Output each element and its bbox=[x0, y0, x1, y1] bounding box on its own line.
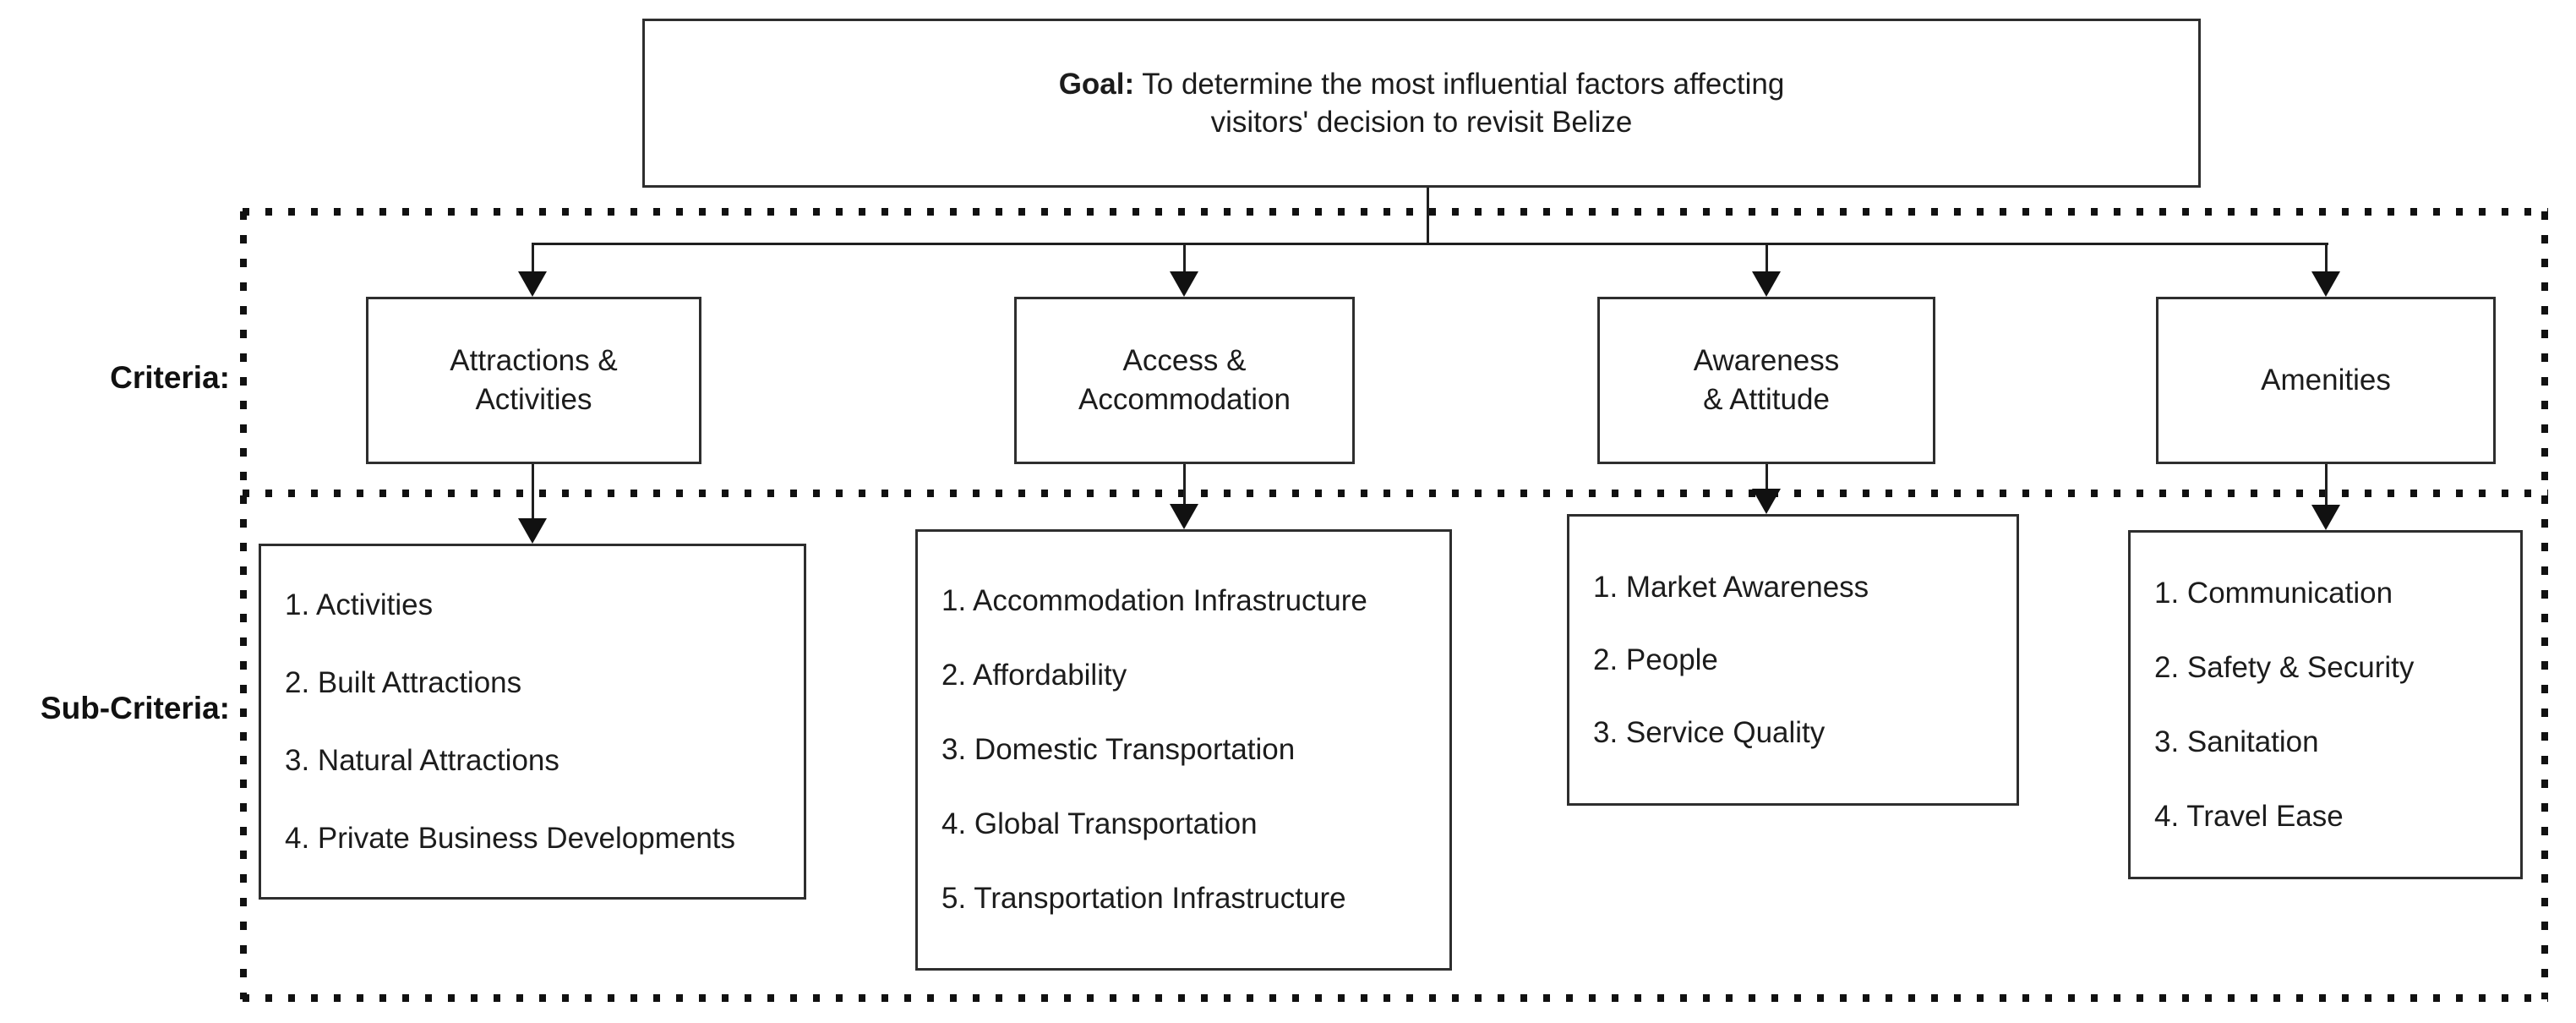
subcriteria-item: 2. People bbox=[1593, 643, 1718, 676]
goal-text: Goal: To determine the most influential … bbox=[1059, 65, 1785, 141]
goal-box: Goal: To determine the most influential … bbox=[642, 19, 2201, 188]
connector-to-subcriteria-4 bbox=[2325, 464, 2328, 509]
criteria-title: Amenities bbox=[2261, 364, 2391, 397]
dotted-border-bottom bbox=[243, 994, 2548, 1002]
arrowhead-subcriteria-4-icon bbox=[2311, 505, 2340, 530]
sub-criteria-row-label: Sub-Criteria: bbox=[40, 691, 230, 725]
connector-to-criteria-3 bbox=[1766, 243, 1768, 287]
subcriteria-item: 3. Natural Attractions bbox=[285, 743, 559, 777]
dotted-border-right bbox=[2541, 211, 2548, 999]
subcriteria-item: 1. Market Awareness bbox=[1593, 570, 1869, 604]
arrowhead-subcriteria-1-icon bbox=[518, 518, 547, 544]
arrowhead-criteria-3-icon bbox=[1752, 271, 1781, 297]
subcriteria-box-amenities: 1. Communication 2. Safety & Security 3.… bbox=[2128, 530, 2523, 879]
subcriteria-item: 2. Built Attractions bbox=[285, 665, 522, 699]
subcriteria-item: 1. Communication bbox=[2154, 576, 2393, 610]
criteria-title: Awareness & Attitude bbox=[1693, 344, 1840, 416]
subcriteria-item: 3. Service Quality bbox=[1593, 715, 1826, 749]
subcriteria-item: 2. Safety & Security bbox=[2154, 650, 2415, 684]
subcriteria-item: 4. Global Transportation bbox=[941, 807, 1258, 840]
connector-to-subcriteria-3 bbox=[1766, 464, 1768, 493]
criteria-box-access-accommodation: Access & Accommodation bbox=[1014, 297, 1355, 464]
dotted-divider-criteria-subcriteria bbox=[243, 490, 2548, 497]
dotted-border-left bbox=[240, 211, 247, 999]
subcriteria-item: 1. Accommodation Infrastructure bbox=[941, 584, 1367, 617]
subcriteria-box-awareness-attitude: 1. Market Awareness 2. People 3. Service… bbox=[1567, 514, 2019, 806]
subcriteria-item: 4. Private Business Developments bbox=[285, 821, 736, 855]
connector-to-subcriteria-2 bbox=[1183, 464, 1186, 508]
criteria-title: Access & Accommodation bbox=[1078, 344, 1291, 416]
subcriteria-box-access-accommodation: 1. Accommodation Infrastructure 2. Affor… bbox=[915, 529, 1452, 971]
arrowhead-criteria-1-icon bbox=[518, 271, 547, 297]
criteria-box-amenities: Amenities bbox=[2156, 297, 2496, 464]
arrowhead-subcriteria-3-icon bbox=[1752, 489, 1781, 514]
connector-to-criteria-2 bbox=[1183, 243, 1186, 287]
subcriteria-item: 3. Domestic Transportation bbox=[941, 733, 1296, 766]
connector-to-subcriteria-1 bbox=[532, 464, 534, 522]
criteria-box-attractions-activities: Attractions & Activities bbox=[366, 297, 701, 464]
subcriteria-item: 5. Transportation Infrastructure bbox=[941, 882, 1346, 915]
goal-line1-rest: To determine the most influential factor… bbox=[1134, 68, 1785, 101]
goal-text-line1: Goal: To determine the most influential … bbox=[1059, 65, 1785, 103]
subcriteria-item: 3. Sanitation bbox=[2154, 725, 2319, 758]
criteria-title: Attractions & Activities bbox=[450, 344, 618, 416]
subcriteria-item: 1. Activities bbox=[285, 588, 434, 621]
goal-text-line2: visitors' decision to revisit Belize bbox=[1210, 106, 1633, 139]
arrowhead-criteria-2-icon bbox=[1170, 271, 1198, 297]
subcriteria-box-attractions-activities: 1. Activities 2. Built Attractions 3. Na… bbox=[259, 544, 806, 900]
subcriteria-item: 4. Travel Ease bbox=[2154, 799, 2344, 833]
goal-keyword: Goal: bbox=[1058, 68, 1135, 101]
arrowhead-subcriteria-2-icon bbox=[1170, 504, 1198, 529]
connector-to-criteria-1 bbox=[532, 243, 534, 287]
criteria-trunk-connector bbox=[532, 243, 2328, 245]
criteria-box-awareness-attitude: Awareness & Attitude bbox=[1597, 297, 1935, 464]
dotted-border-top bbox=[243, 208, 2548, 216]
goal-stem-connector bbox=[1427, 188, 1429, 243]
subcriteria-item: 2. Affordability bbox=[941, 659, 1127, 692]
arrowhead-criteria-4-icon bbox=[2311, 271, 2340, 297]
criteria-row-label: Criteria: bbox=[110, 360, 230, 395]
connector-to-criteria-4 bbox=[2325, 243, 2328, 287]
